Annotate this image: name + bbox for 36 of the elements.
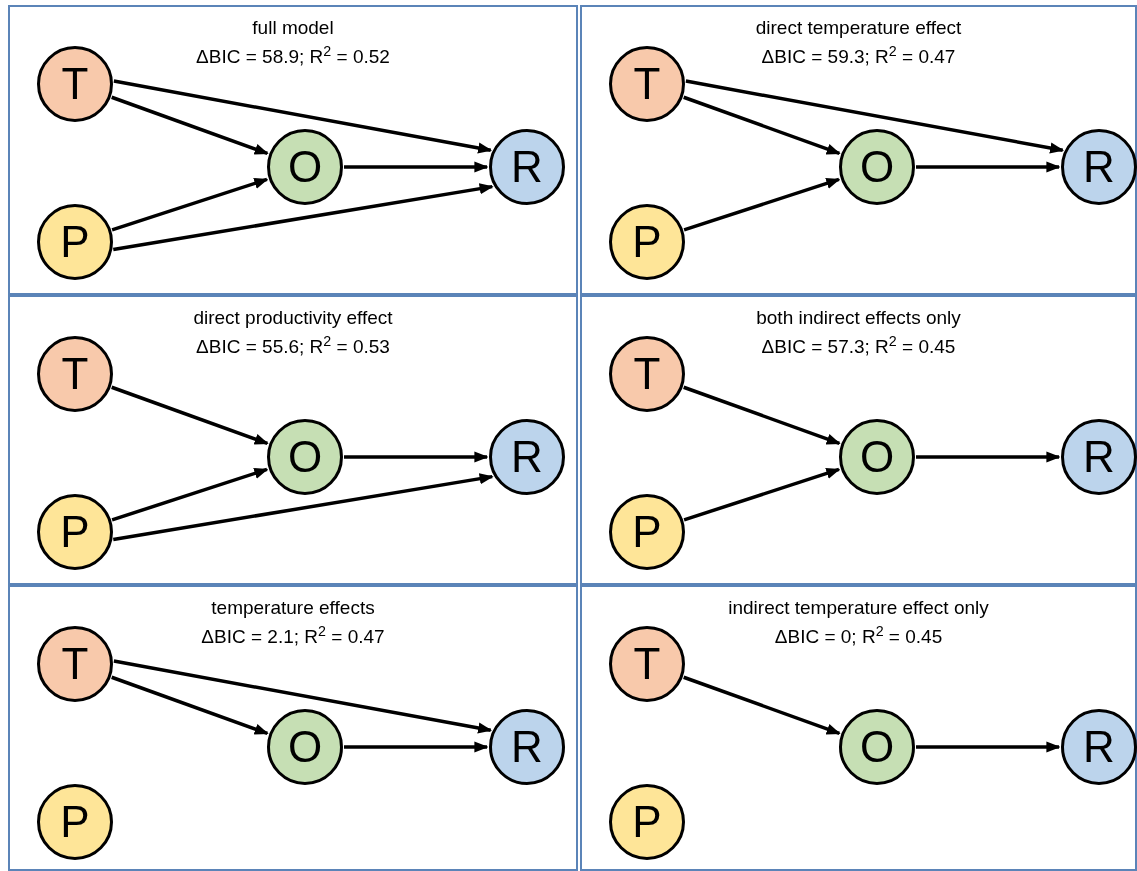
- panel-title: full model: [252, 16, 334, 40]
- arrow: [344, 741, 489, 753]
- arrow: [683, 177, 841, 232]
- panel-title: temperature effects: [211, 596, 375, 620]
- panel-title: direct productivity effect: [193, 306, 393, 330]
- arrow: [111, 385, 269, 446]
- panel-title: direct temperature effect: [755, 16, 962, 40]
- model-panel: [580, 585, 1137, 871]
- arrow: [344, 451, 489, 463]
- model-panel: [580, 5, 1137, 295]
- panel-title: indirect temperature effect only: [728, 596, 989, 620]
- model-stats: ΔBIC = 55.6; R$^{2}$ = 0.53: [196, 332, 390, 359]
- arrow: [113, 183, 494, 252]
- arrow: [683, 385, 841, 446]
- model-stats: ΔBIC = 59.3; R$^{2}$ = 0.47: [761, 42, 956, 69]
- model-stats: ΔBIC = 57.3; R$^{2}$ = 0.45: [761, 332, 956, 359]
- arrow: [916, 741, 1061, 753]
- arrow: [113, 473, 494, 542]
- model-panel: [8, 5, 578, 295]
- arrow: [111, 177, 269, 232]
- model-stats: ΔBIC = 58.9; R$^{2}$ = 0.52: [196, 42, 390, 69]
- arrow: [111, 467, 269, 522]
- model-stats: ΔBIC = 2.1; R$^{2}$ = 0.47: [201, 622, 385, 649]
- arrow: [344, 161, 489, 173]
- arrow: [916, 451, 1061, 463]
- model-panel: [580, 295, 1137, 585]
- panel-title: both indirect effects only: [756, 306, 961, 330]
- arrow: [111, 675, 269, 736]
- model-panel: [8, 295, 578, 585]
- model-stats: ΔBIC = 0; R$^{2}$ = 0.45: [774, 622, 943, 649]
- arrow: [683, 675, 841, 736]
- arrow: [916, 161, 1061, 173]
- arrow: [683, 467, 841, 522]
- arrow: [683, 95, 841, 156]
- model-panel: [8, 585, 578, 871]
- arrow: [111, 95, 269, 156]
